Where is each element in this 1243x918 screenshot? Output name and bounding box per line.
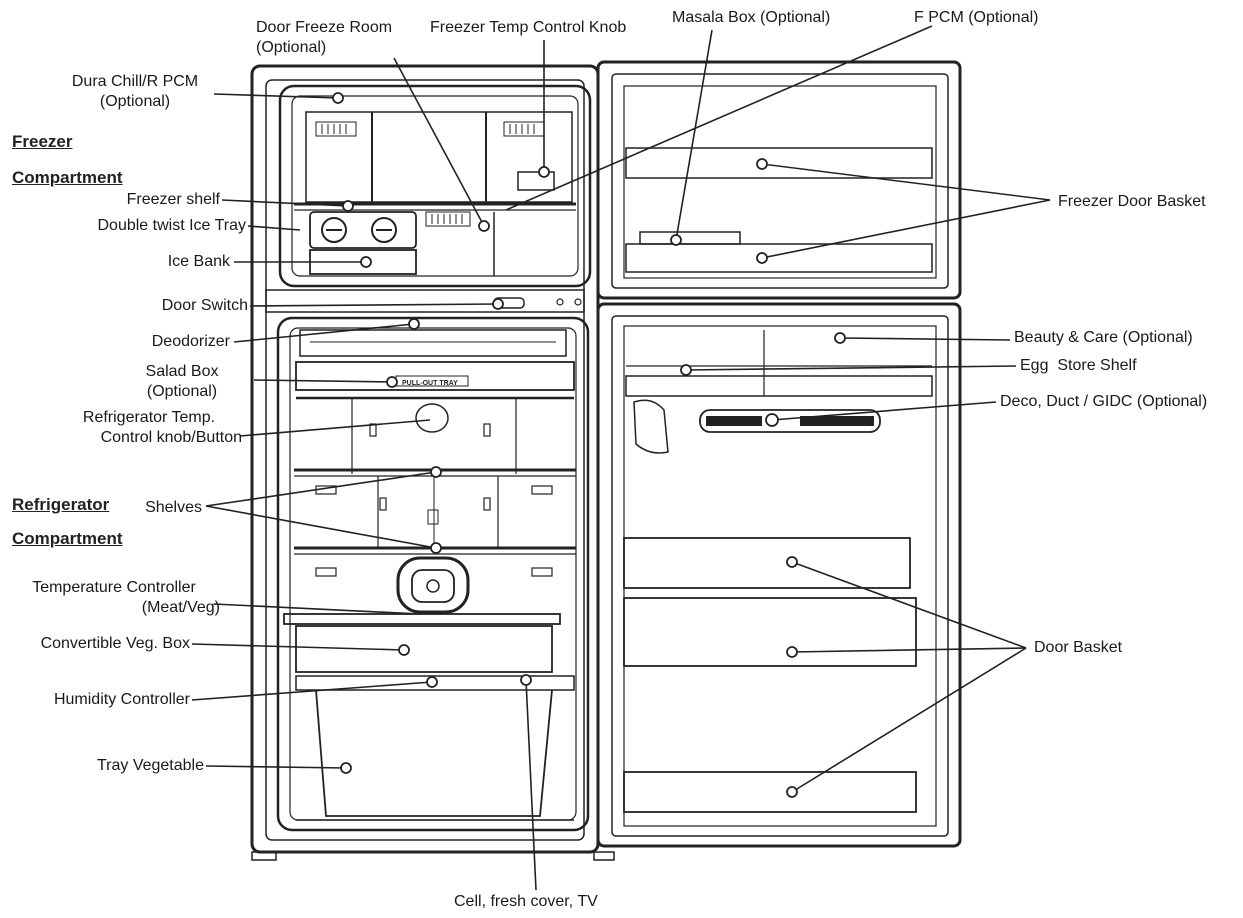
ice-tray [309,211,417,249]
evaporator-cover [305,111,573,203]
label-masala-box: Masala Box (Optional) [672,9,831,26]
label-cell-fresh-cover: Cell, fresh cover, TV [454,893,598,910]
freezer-door-basket-1 [625,147,933,179]
freezer-door-basket-2 [625,243,933,273]
label-door-switch: Door Switch [161,297,248,314]
label-dura-chill: Dura Chill/R PCM (Optional) [50,72,220,112]
door-basket-1 [623,537,911,589]
label-double-twist-ice-tray: Double twist Ice Tray [97,217,247,234]
label-door-freeze-room: Door Freeze Room (Optional) [256,18,392,58]
masala-box [639,231,741,245]
refrigerator-door [596,302,962,848]
cabinet-outline [250,64,600,854]
refrigerator-temp-line2: Control knob/Button [100,429,242,446]
dura-chill-line1: Dura Chill/R PCM [71,73,199,90]
label-humidity-controller: Humidity Controller [53,691,190,708]
temperature-controller-line1: Temperature Controller [32,579,196,596]
label-salad-box: Salad Box (Optional) [122,362,242,402]
cabinet-inner [265,79,585,841]
temperature-controller-dial [396,556,470,614]
freezer-heading-line1: Freezer [12,132,73,151]
label-shelves: Shelves [145,499,202,516]
refrigerator-knob [415,403,449,433]
fresh-cover [295,675,575,691]
label-freezer-shelf: Freezer shelf [126,191,220,208]
refrigerator-section-heading: Refrigerator Compartment [12,488,123,556]
freezer-door [596,60,962,300]
convertible-veg-box [295,625,553,673]
veg-box-lid [283,613,561,625]
deco-duct-grille-right [800,416,874,426]
label-deco-duct: Deco, Duct / GIDC (Optional) [1000,393,1208,410]
label-egg-store-shelf: Egg Store Shelf [1020,357,1137,374]
refrigerator-cavity [276,316,590,832]
tray-vegetable [315,689,553,817]
salad-box-line2: (Optional) [146,383,218,400]
label-freezer-temp-control-knob: Freezer Temp Control Knob [430,19,627,36]
door-basket-2 [623,597,917,667]
label-tray-vegetable: Tray Vegetable [96,757,204,774]
label-refrigerator-temp-control: Refrigerator Temp. Control knob/Button [56,408,242,448]
freezer-heading-line2: Compartment [12,168,123,187]
label-beauty-care: Beauty & Care (Optional) [1014,329,1193,346]
refrigerator-heading-line2: Compartment [12,529,123,548]
egg-store-shelf [625,375,933,397]
refrigerator-temp-line1: Refrigerator Temp. [82,409,216,426]
label-temperature-controller: Temperature Controller (Meat/Veg) [8,578,220,618]
label-door-basket: Door Basket [1034,639,1123,656]
pull-out-tray-text: PULL-OUT TRAY [402,380,458,387]
label-f-pcm: F PCM (Optional) [914,9,1039,26]
deco-duct-grille-left [706,416,762,426]
deco-duct [699,409,881,433]
salad-box-line1: Salad Box [145,363,219,380]
label-deodorizer: Deodorizer [151,333,230,350]
label-ice-bank: Ice Bank [167,253,230,270]
door-freeze-room-line2: (Optional) [256,39,327,56]
temperature-controller-line2: (Meat/Veg) [141,599,220,616]
dura-chill-line2: (Optional) [99,93,171,110]
salad-box [295,361,575,391]
freezer-section-heading: Freezer Compartment [12,124,123,196]
door-basket-3 [623,771,917,813]
mullion [265,289,585,313]
label-freezer-door-basket: Freezer Door Basket [1058,193,1206,210]
top-cover [299,329,567,357]
freezer-knob-housing [517,171,555,191]
label-convertible-veg-box: Convertible Veg. Box [40,635,190,652]
freezer-cavity [278,84,592,288]
door-freeze-room-line1: Door Freeze Room [256,19,393,36]
refrigerator-heading-line1: Refrigerator [12,495,110,514]
